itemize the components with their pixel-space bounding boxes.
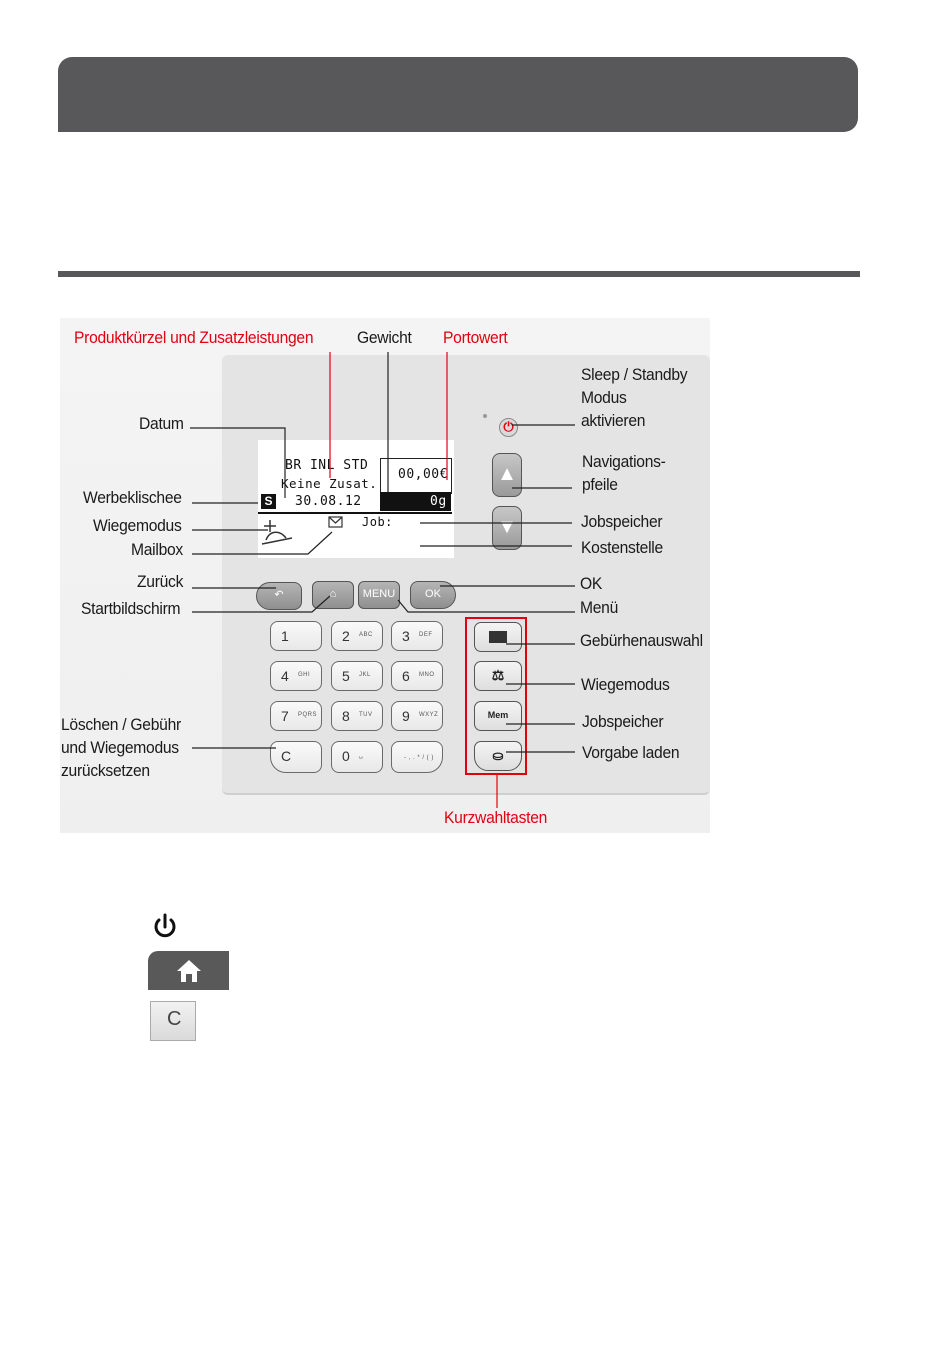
key-letters: - , . * / ( ): [404, 755, 434, 761]
key-0[interactable]: 0␣: [331, 741, 383, 773]
nav-up-button[interactable]: ▲: [492, 453, 522, 497]
display-extras-line: Keine Zusat...: [281, 476, 394, 491]
key-letters: ABC: [359, 632, 373, 638]
key-letters: JKL: [359, 672, 371, 678]
key-label: 5: [342, 668, 350, 684]
key-letters: TUV: [359, 712, 373, 718]
display-job: Job:: [362, 515, 393, 529]
label-ok: OK: [580, 574, 603, 593]
key-4[interactable]: 4 GHI: [270, 661, 322, 691]
label-ad-stamp: Werbeklischee: [83, 488, 182, 507]
key-label: C: [281, 748, 292, 764]
section-divider: [58, 271, 860, 277]
device-figure: BR INL STD Keine Zusat... 30.08.12 00,00…: [60, 318, 710, 833]
display-date: 30.08.12: [295, 494, 362, 509]
label-back: Zurück: [137, 572, 184, 591]
key-label: 8: [342, 708, 350, 724]
display-weight-box: [380, 492, 451, 511]
key-8[interactable]: 8 TUV: [331, 701, 383, 731]
key-symbols[interactable]: - , . * / ( ): [391, 741, 443, 773]
quick-keys-frame: [465, 617, 527, 775]
scale-icon: ⚖: [491, 667, 505, 683]
key-label: 7: [281, 708, 289, 724]
label-rate-selection: Gebürhenauswahl: [580, 631, 703, 650]
key-1[interactable]: 1: [270, 621, 322, 651]
arrow-up-icon: ▲: [497, 463, 517, 485]
nav-down-button[interactable]: ▼: [492, 506, 522, 550]
job-memory-button[interactable]: Mem: [474, 701, 522, 731]
power-button[interactable]: ⏻: [499, 418, 518, 437]
label-home-screen: Startbildschirm: [81, 599, 181, 618]
header-bar: [58, 57, 858, 132]
label-cost-center: Kostenstelle: [581, 538, 663, 557]
key-label: 1: [281, 628, 289, 644]
label-job-memory-bottom: Jobspeicher: [582, 712, 664, 731]
label-load-preset: Vorgabe laden: [582, 743, 680, 762]
key-label: 3: [402, 628, 410, 644]
key-6[interactable]: 6 MNO: [391, 661, 443, 691]
key-3[interactable]: 3 DEF: [391, 621, 443, 651]
ok-button[interactable]: OK: [410, 581, 456, 609]
preset-icon: ⛀: [492, 748, 504, 763]
rate-card-icon: [489, 631, 507, 643]
back-button[interactable]: ↶: [256, 582, 302, 610]
display-weight: 0g: [430, 494, 447, 509]
label-product-code: Produktkürzel und Zusatzleistungen: [74, 328, 314, 347]
key-9[interactable]: 9 WXYZ: [391, 701, 443, 731]
home-button[interactable]: ⌂: [312, 581, 354, 609]
label-weighing-mode-right: Wiegemodus: [581, 675, 670, 694]
key-letters: DEF: [419, 632, 433, 638]
label-postage-value: Portowert: [443, 328, 508, 347]
display-product-line: BR INL STD: [285, 458, 369, 473]
weighing-mode-button[interactable]: ⚖: [474, 661, 522, 691]
menu-button[interactable]: MENU: [358, 581, 400, 609]
key-label: 9: [402, 708, 410, 724]
display-separator: [258, 512, 452, 514]
key-label: 6: [402, 668, 410, 684]
label-clear-reset: Löschen / Gebühr und Wiegemodus zurückse…: [61, 715, 181, 780]
key-letters: GHI: [298, 672, 311, 678]
label-sleep-mode: Sleep / Standby Modus aktivieren: [581, 365, 688, 430]
key-5[interactable]: 5 JKL: [331, 661, 383, 691]
key-2[interactable]: 2 ABC: [331, 621, 383, 651]
key-7[interactable]: 7 PQRS: [270, 701, 322, 731]
back-arrow-icon: ↶: [274, 589, 284, 601]
label-mailbox: Mailbox: [131, 540, 183, 559]
label-menu: Menü: [580, 598, 619, 617]
key-label: 0: [342, 748, 350, 764]
key-label: 2: [342, 628, 350, 644]
home-icon: ⌂: [329, 588, 337, 600]
status-led: [483, 414, 487, 418]
label-job-memory-top: Jobspeicher: [581, 512, 663, 531]
c-key-icon: C: [150, 1001, 196, 1041]
display-price: 00,00€: [398, 467, 448, 482]
key-letters: ␣: [359, 753, 364, 759]
label-weighing-mode-left: Wiegemodus: [93, 516, 182, 535]
key-letters: PQRS: [298, 712, 318, 718]
label-quick-keys: Kurzwahltasten: [444, 808, 548, 827]
rate-selection-button[interactable]: [474, 622, 522, 652]
key-clear[interactable]: C: [270, 741, 322, 773]
power-icon: [150, 912, 184, 942]
label-weight: Gewicht: [357, 328, 412, 347]
load-preset-button[interactable]: ⛀: [474, 741, 522, 771]
key-letters: MNO: [419, 672, 435, 678]
key-label: 4: [281, 668, 289, 684]
label-date: Datum: [139, 414, 184, 433]
arrow-down-icon: ▼: [497, 516, 517, 538]
ad-stamp-badge: S: [261, 494, 276, 509]
label-nav-arrows: Navigations- pfeile: [582, 452, 666, 494]
key-letters: WXYZ: [419, 712, 439, 718]
home-key-icon: [148, 951, 229, 990]
